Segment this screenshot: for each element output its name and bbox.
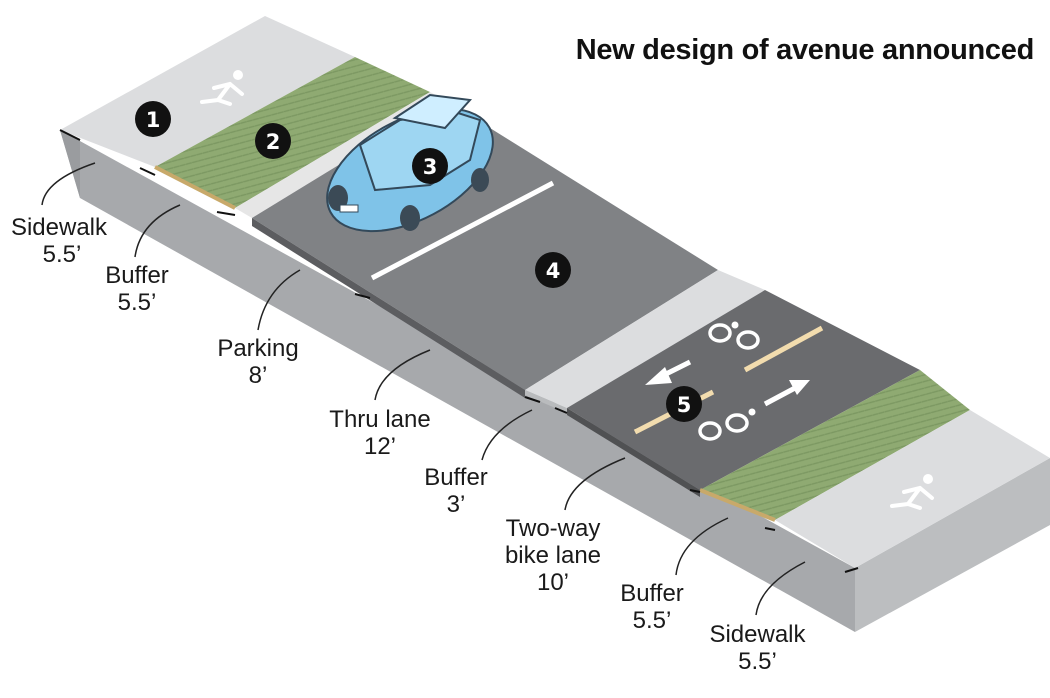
bicycle-icon [708, 321, 760, 350]
marker-5: 5 [666, 386, 702, 422]
pedestrian-icon [890, 474, 934, 510]
dimension-ticks [59, 129, 859, 573]
marker-3: 3 [412, 148, 448, 184]
svg-text:2: 2 [266, 130, 281, 154]
marker-4: 4 [535, 252, 571, 288]
arrow-right-icon [763, 380, 810, 407]
bike-lane [567, 290, 920, 490]
diagram-title: New design of avenue announced [575, 34, 1035, 66]
block-front-face [60, 130, 855, 632]
svg-text:4: 4 [546, 259, 561, 283]
block-right-face [855, 458, 1050, 632]
car-icon [326, 93, 494, 233]
concrete-buffer [525, 270, 765, 408]
pedestrian-icon [200, 70, 244, 106]
svg-text:1: 1 [146, 108, 161, 132]
lane-divider-line [370, 180, 555, 281]
road-edge [252, 218, 525, 398]
bicycle-icon [698, 408, 756, 441]
svg-text:3: 3 [423, 155, 438, 179]
svg-text:5: 5 [677, 393, 692, 417]
planting-buffer-left [155, 57, 430, 208]
arrow-left-icon [645, 359, 692, 385]
sidewalk-left [60, 16, 355, 167]
marker-1: 1 [135, 101, 171, 137]
leader-lines [41, 162, 806, 616]
planting-buffer-right [700, 370, 970, 520]
marker-2: 2 [255, 123, 291, 159]
block-left-face [60, 130, 80, 198]
